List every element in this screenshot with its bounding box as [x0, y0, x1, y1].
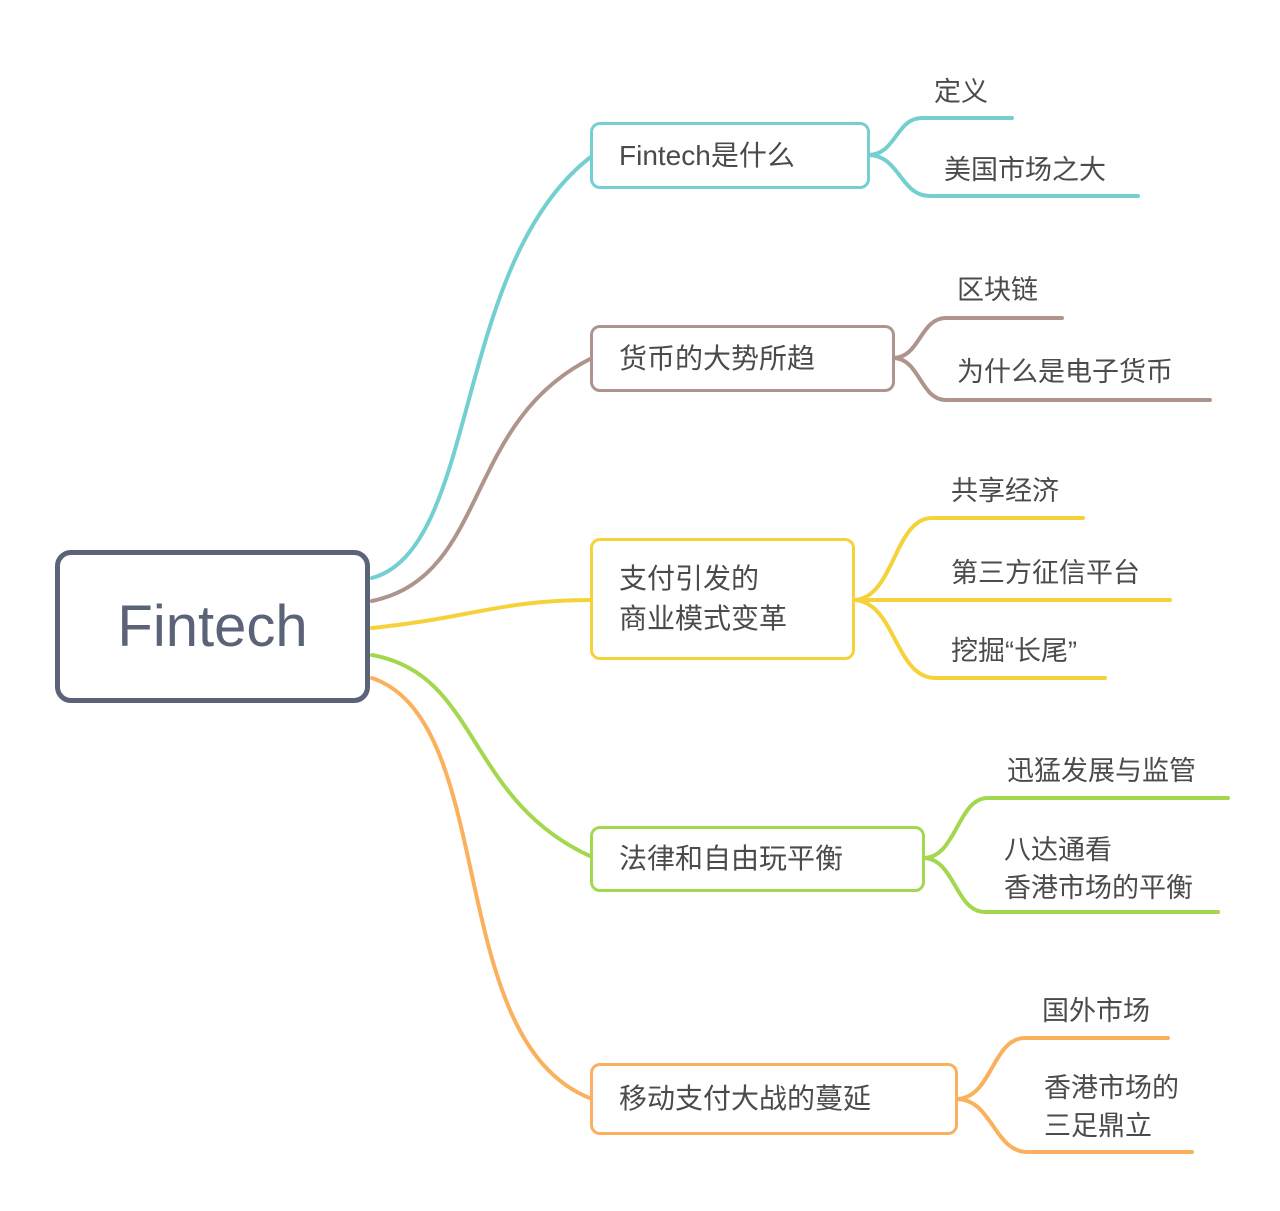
root-label: Fintech [117, 594, 308, 659]
branch-3-connectors [370, 516, 1172, 680]
connector-root-to-what-is-fintech [370, 154, 594, 580]
branch-label: 法律和自由玩平衡 [619, 843, 844, 875]
branch-2-connectors [370, 316, 1212, 603]
connector-payment-model-to-long-tail [851, 598, 1107, 680]
branch-node-what-is-fintech[interactable]: Fintech是什么 [590, 122, 870, 189]
connector-what-is-fintech-to-definition [866, 116, 1014, 157]
subtopic-definition[interactable]: 定义 [934, 77, 988, 107]
subtopic-foreign-market[interactable]: 国外市场 [1042, 996, 1150, 1026]
branch-node-law-freedom-balance[interactable]: 法律和自由玩平衡 [590, 826, 925, 892]
branch-node-payment-business-model[interactable]: 支付引发的 商业模式变革 [590, 538, 855, 660]
subtopic-hk-three-way[interactable]: 香港市场的 三足鼎立 [1044, 1073, 1179, 1141]
connector-root-to-currency-trend [370, 356, 594, 603]
connector-mobile-payment-war-to-foreign-market [954, 1036, 1170, 1101]
connector-root-to-law-balance [370, 653, 594, 859]
subtopic-sharing-economy[interactable]: 共享经济 [951, 476, 1059, 506]
connector-what-is-fintech-to-us-market [866, 153, 1140, 198]
branch-label: Fintech是什么 [619, 139, 795, 171]
branch-4-connectors [370, 653, 1230, 914]
subtopic-third-party-credit[interactable]: 第三方征信平台 [951, 558, 1140, 588]
connector-law-balance-to-octopus [921, 856, 1220, 914]
connector-currency-trend-to-blockchain [891, 316, 1064, 360]
connector-law-balance-to-regulation [921, 796, 1230, 860]
subtopic-rapid-growth-regulation[interactable]: 迅猛发展与监管 [1007, 756, 1196, 786]
root-node[interactable]: Fintech [55, 550, 370, 703]
branch-label: 移动支付大战的蔓延 [619, 1083, 872, 1115]
branch-5-connectors [370, 676, 1194, 1154]
branch-1-connectors [370, 116, 1140, 580]
branch-node-currency-trend[interactable]: 货币的大势所趋 [590, 325, 895, 392]
subtopic-us-market[interactable]: 美国市场之大 [944, 155, 1106, 185]
subtopic-long-tail[interactable]: 挖掘“长尾” [951, 636, 1077, 666]
branch-node-mobile-payment-war[interactable]: 移动支付大战的蔓延 [590, 1063, 958, 1135]
subtopic-blockchain[interactable]: 区块链 [957, 275, 1038, 305]
subtopic-why-ecash[interactable]: 为什么是电子货币 [957, 357, 1173, 387]
connector-mobile-payment-war-to-hk-three-way [954, 1097, 1194, 1154]
branch-label: 支付引发的 商业模式变革 [619, 563, 788, 634]
connector-payment-model-to-sharing-economy [851, 516, 1085, 602]
subtopic-octopus-hk-balance[interactable]: 八达通看 香港市场的平衡 [1004, 835, 1193, 903]
connector-root-to-payment-model [370, 598, 594, 630]
branch-label: 货币的大势所趋 [619, 342, 816, 374]
connector-currency-trend-to-why-ecash [891, 356, 1212, 402]
connector-root-to-mobile-payment-war [370, 676, 594, 1101]
